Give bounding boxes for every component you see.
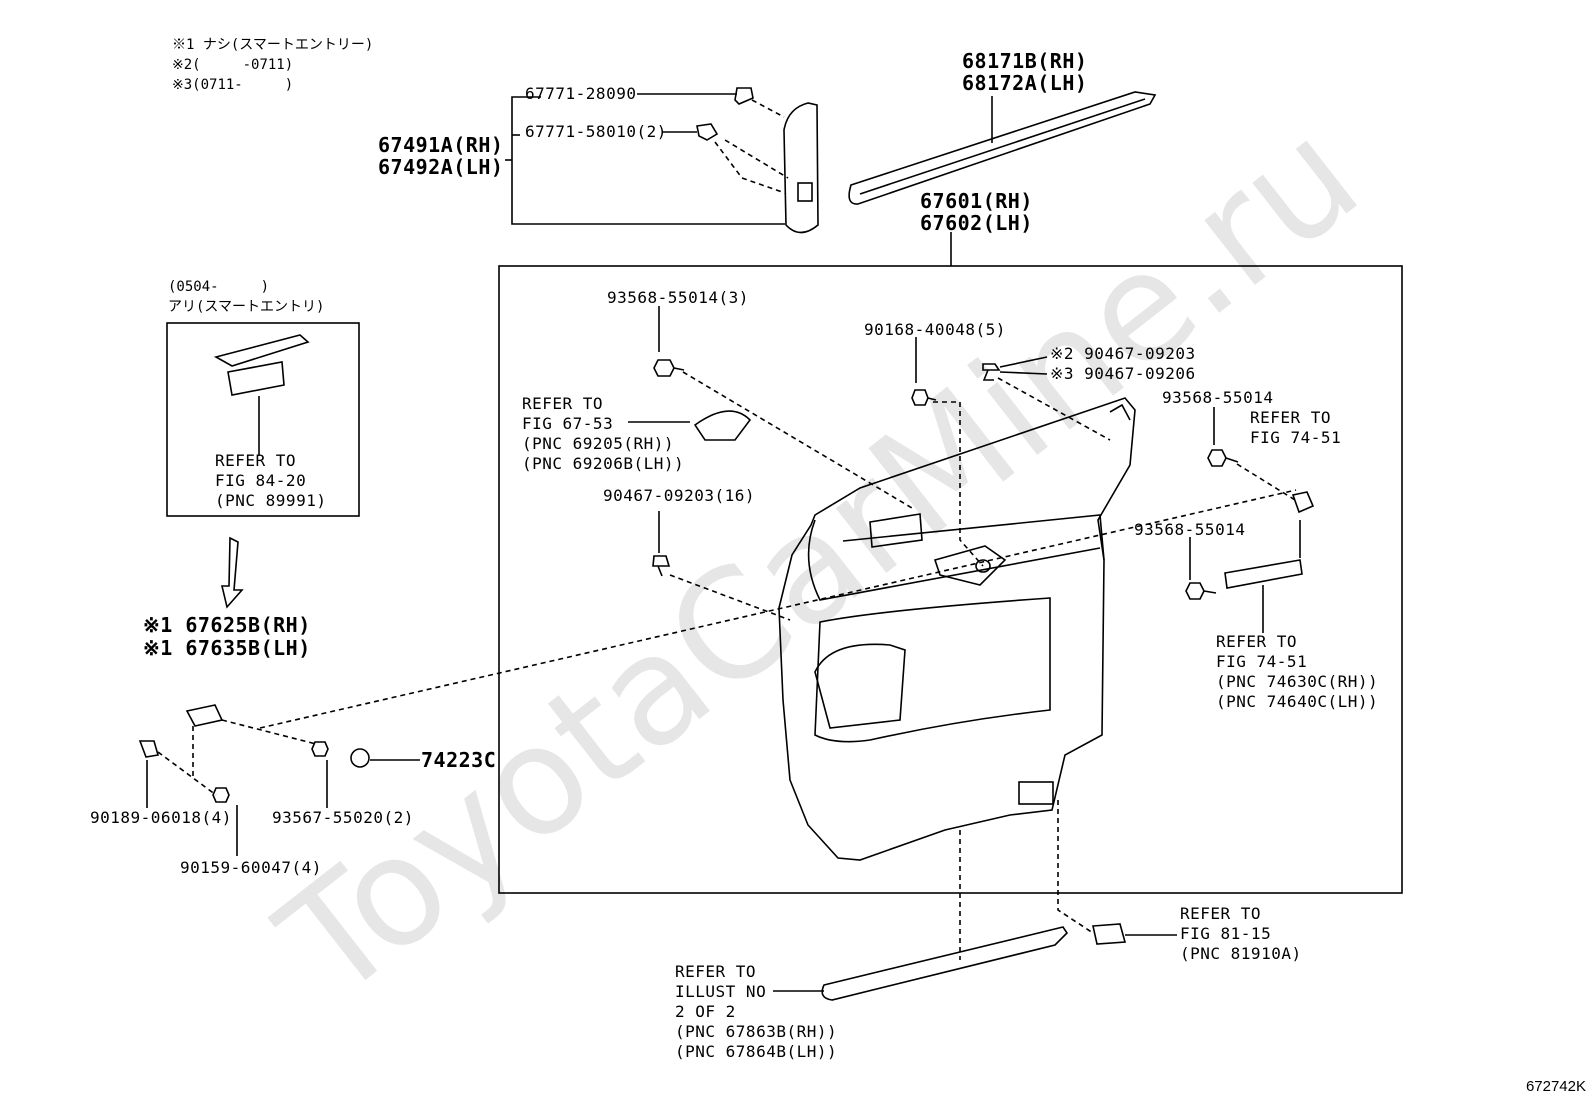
part-93568-55014-b[interactable]: 93568-55014 [1134,520,1246,539]
part-68171B[interactable]: 68171B(RH) [962,49,1088,73]
part-67771-58010[interactable]: 67771-58010(2) [525,122,667,141]
part-67491A[interactable]: 67491A(RH) [378,133,504,157]
handle-fig67-53 [693,410,752,441]
weatherstrip [848,91,1157,205]
part-90189-06018[interactable]: 90189-06018(4) [90,808,232,827]
inset-date: (0504- ) [168,279,270,295]
garnish-piece [783,102,819,234]
smart-entry-module [213,334,310,396]
part-67602[interactable]: 67602(LH) [920,211,1033,235]
lamp-81910A [1092,923,1127,945]
note-3: ※3(0711- ) [172,77,294,93]
note-2: ※2( -0711) [172,57,294,73]
clip-90189 [138,740,160,758]
part-93567-55020[interactable]: 93567-55020(2) [272,808,414,827]
pull-handle-74630 [1224,559,1303,589]
clip-67771-28090 [734,87,754,105]
screw-93568-55014-left [653,359,685,377]
cap-74223C [350,748,370,768]
note-1: ※1 ナシ(スマートエントリー) [172,37,374,53]
part-90168-40048[interactable]: 90168-40048(5) [864,320,1006,339]
figure-code: 672742K [1525,1078,1586,1095]
door-trim-frame [498,265,1403,894]
screw-93568-55014-right-a [1207,449,1239,467]
part-68172A[interactable]: 68172A(LH) [962,71,1088,95]
part-90467-09206-n3[interactable]: ※3 90467-09206 [1050,364,1196,383]
screw-93568-55014-right-b [1185,582,1217,600]
part-93568-55014-3[interactable]: 93568-55014(3) [607,288,749,307]
lower-trim-strip [821,926,1069,1001]
inset-condition: アリ(スマートエントリ) [168,299,325,315]
inset-frame [166,322,360,517]
part-90467-09203-16[interactable]: 90467-09203(16) [603,486,755,505]
screw-93567 [311,741,329,757]
clip-90467-left [652,555,671,577]
part-67771-28090[interactable]: 67771-28090 [525,84,637,103]
part-93568-55014-a[interactable]: 93568-55014 [1162,388,1274,407]
part-67492A[interactable]: 67492A(LH) [378,155,504,179]
part-67625B[interactable]: ※1 67625B(RH) [143,613,311,637]
clip-90467-top [982,363,1001,381]
bracket-67625B [185,704,224,727]
clip-67771-58010 [696,123,719,141]
part-67635B[interactable]: ※1 67635B(LH) [143,636,311,660]
part-67601[interactable]: 67601(RH) [920,189,1033,213]
cover-fig74-51 [1291,491,1315,514]
part-90467-09203-n2[interactable]: ※2 90467-09203 [1050,344,1196,363]
part-90159-60047[interactable]: 90159-60047(4) [180,858,322,877]
screw-90168 [911,389,937,406]
part-74223C[interactable]: 74223C [421,748,497,772]
screw-90159 [212,787,230,803]
door-trim-board [778,397,1136,861]
